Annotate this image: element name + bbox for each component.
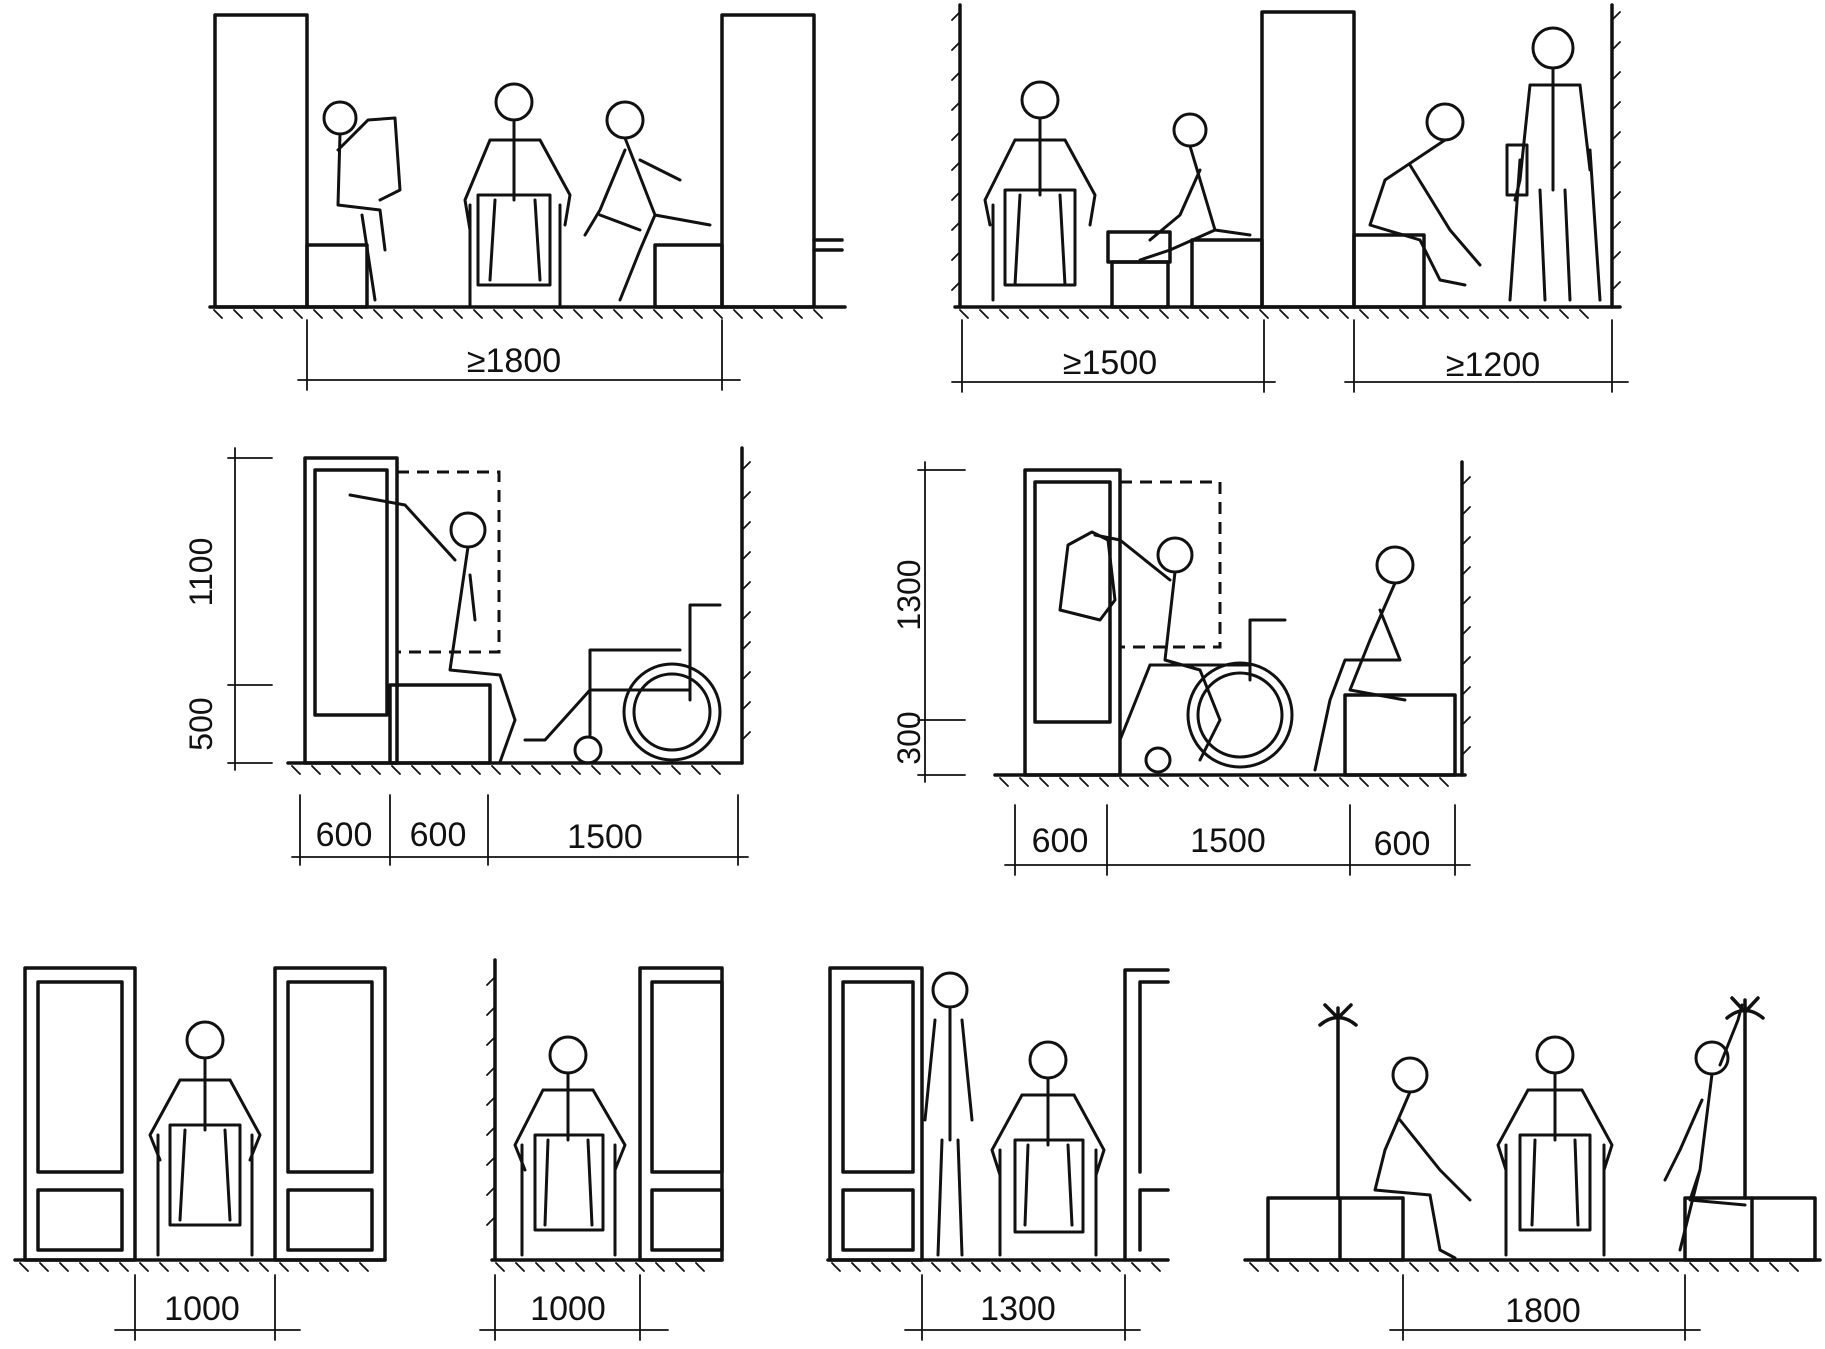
bench-right <box>653 243 724 309</box>
dim-label-1800: 1800 <box>1505 1292 1581 1330</box>
dim-label-600a: 600 <box>1032 822 1089 860</box>
dim-label-1000: 1000 <box>164 1290 240 1328</box>
dim-label-300: 300 <box>891 711 927 764</box>
locker <box>1023 468 1122 777</box>
coat-stand-right <box>1725 996 1765 1200</box>
locker-base <box>650 1188 724 1252</box>
dim-label-1200: ≥1200 <box>1446 346 1540 384</box>
bench-right <box>1683 1196 1817 1262</box>
wall-right-hatch <box>741 461 751 741</box>
person-standing <box>923 971 974 1257</box>
step-stool <box>1106 230 1172 264</box>
locker-left-panel <box>841 980 915 1174</box>
wall-rail <box>812 238 844 252</box>
floor-hatch <box>959 309 1589 319</box>
floor-hatch <box>999 777 1449 787</box>
dim-label-1300: 1300 <box>980 1290 1056 1328</box>
wall-left-hatch <box>486 976 496 1226</box>
hanging-coat <box>1058 530 1117 622</box>
locker-door-panel <box>1033 480 1112 724</box>
person-seated-bench <box>1313 545 1415 772</box>
wall-right-hatch <box>1611 11 1621 291</box>
person-seated-bench <box>1138 112 1252 262</box>
locker-left <box>213 13 309 309</box>
dim-label-600a: 600 <box>316 816 373 854</box>
person-wheelchair <box>513 1035 627 1257</box>
wall-right-hatch <box>1461 476 1471 756</box>
floor-hatch <box>1249 1262 1799 1272</box>
locker-center <box>1260 10 1356 309</box>
dim-label-600b: 600 <box>1374 825 1431 863</box>
locker-left-base <box>841 1188 915 1252</box>
dim-label-1000: 1000 <box>530 1290 606 1328</box>
locker-right <box>273 966 387 1262</box>
person-seated-shoe <box>1368 102 1482 287</box>
locker-left-base <box>36 1188 124 1252</box>
person-seated-reaching <box>348 493 517 764</box>
locker-right <box>720 13 816 309</box>
panel-aisle-1000-wall: 1000 <box>479 958 724 1341</box>
panel-aisle-1800-benches: 1800 <box>1243 996 1822 1341</box>
panel-aisle-1000-lockers: 1000 <box>13 966 387 1341</box>
wall-left-hatch <box>951 11 961 291</box>
panel-changing-room-1500-1200: ≥1500 ≥1200 <box>951 3 1629 393</box>
locker-right-base <box>286 1188 374 1252</box>
wheelchair-empty <box>523 603 722 765</box>
bench-left <box>1266 1196 1405 1262</box>
person-seated-shoe <box>583 100 712 302</box>
person-seated-reaching <box>1663 1003 1747 1252</box>
dim-label-1500: ≥1500 <box>1063 344 1157 382</box>
floor-hatch <box>213 309 823 319</box>
person-wheelchair-center <box>463 82 572 307</box>
dim-label-1100: 1100 <box>183 538 219 607</box>
floor-hatch <box>291 765 721 775</box>
panel-changing-room-1800: ≥1800 <box>208 13 847 391</box>
dim-label-500: 500 <box>183 697 219 750</box>
locker-panel <box>650 980 724 1174</box>
locker-left <box>828 966 924 1262</box>
locker-right-panel <box>286 980 374 1174</box>
locker-door-swing <box>1118 480 1222 649</box>
dim-label-1500: 1500 <box>567 818 643 856</box>
person-wheelchair-reaching <box>1093 533 1294 774</box>
person-wheelchair <box>983 80 1097 302</box>
locker-left <box>23 966 137 1262</box>
bench <box>388 683 492 765</box>
person-seated-dressing <box>322 100 402 302</box>
dim-label-1800: ≥1800 <box>467 342 561 380</box>
locker <box>303 456 399 765</box>
step-stool-base <box>1110 260 1170 309</box>
bench-right <box>1352 233 1426 309</box>
dim-label-600b: 600 <box>410 816 467 854</box>
bench <box>1343 693 1457 777</box>
panel-locker-transfer-1100: 1100 500 600 600 1500 <box>183 446 751 866</box>
dim-label-1500: 1500 <box>1190 822 1266 860</box>
coat-stand-left <box>1318 1003 1358 1200</box>
person-standing-crutches <box>1505 26 1602 302</box>
person-wheelchair <box>1496 1035 1614 1257</box>
floor-hatch <box>495 1262 705 1272</box>
bench-left <box>305 243 369 309</box>
panel-aisle-1300: 1300 <box>826 966 1170 1341</box>
person-seated-shoe <box>1373 1056 1472 1260</box>
locker-door-panel <box>313 468 389 717</box>
floor-hatch <box>19 1262 369 1272</box>
panel-locker-wheelchair-1300: 1300 300 600 1500 600 <box>891 460 1471 876</box>
dim-label-1300: 1300 <box>891 559 927 630</box>
locker-right-partial <box>1123 968 1170 1262</box>
locker-left-panel <box>36 980 124 1174</box>
person-wheelchair <box>990 1040 1106 1257</box>
locker-door-swing <box>395 470 501 654</box>
floor-hatch <box>831 1262 1161 1272</box>
person-wheelchair <box>148 1020 262 1257</box>
bench-left <box>1190 238 1264 309</box>
